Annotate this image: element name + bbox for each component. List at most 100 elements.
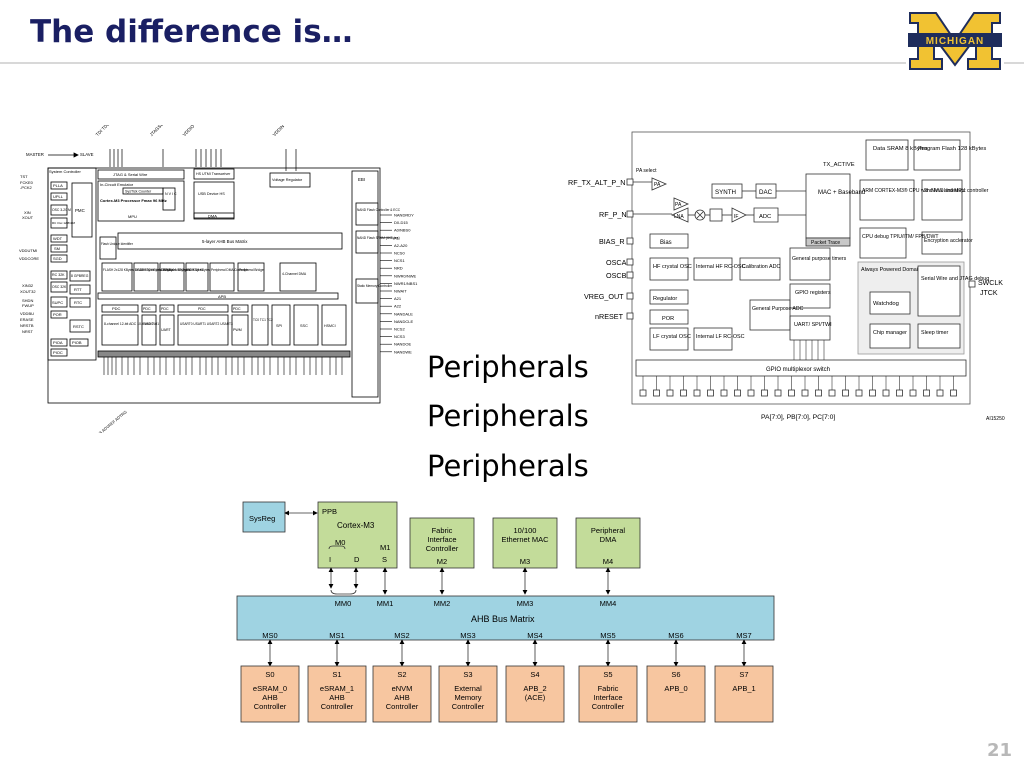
sam-plla: PLLA xyxy=(53,183,63,188)
gpio-pin xyxy=(774,389,782,397)
master-name: Fabric xyxy=(432,526,453,535)
sam-pin-vddcore: VDDCORE xyxy=(19,256,39,261)
michigan-logo: MICHIGAN xyxy=(906,9,1004,73)
sam-nvic: N V I C xyxy=(165,192,177,196)
sam-top-pins-jtagsel: JTAGSEL xyxy=(149,125,167,137)
sam-pdc-4: PDC xyxy=(198,307,206,311)
gpio-pin xyxy=(855,389,863,397)
sam-pdc-1: PDC xyxy=(112,306,121,311)
gpio-pin xyxy=(707,389,714,397)
sam-twi: TWI0 TWI1 xyxy=(143,322,159,326)
sam-sram0: SRAM0 32 KBytes 16 KBytes 8 KBytes xyxy=(135,268,191,272)
slave-block xyxy=(438,665,498,723)
nrf-lna: LNA xyxy=(674,214,684,220)
sam-ebi-pin: NANDCLE xyxy=(394,319,413,324)
master-name: Interface xyxy=(427,535,456,544)
sam-top-pins-vdd: VDDIN VDDOUT xyxy=(272,125,300,137)
slave-name: Interface xyxy=(593,693,622,702)
gpio-pin xyxy=(869,389,876,397)
nrf-synth: SYNTH xyxy=(715,189,736,196)
nrf-dac: DAC xyxy=(759,189,773,196)
nrf-hf-osc: HF crystal OSC xyxy=(653,264,692,270)
nrf-mac: MAC + Baseband xyxy=(818,190,865,196)
nrf-chip-manager: Chip manager xyxy=(873,330,907,336)
sam-mpu: MPU xyxy=(128,214,137,219)
sam-hs-utmi: HS UTMI Transceiver xyxy=(196,172,231,176)
gpio-pin xyxy=(666,389,674,397)
nrf-por: POR xyxy=(662,316,674,322)
sam-ebi-pin: NCS2 xyxy=(394,327,405,332)
sam-sram1: SRAM1 16 KBytes 16 KBytes xyxy=(161,268,203,272)
slave-name: Controller xyxy=(254,702,287,711)
sam-dma: DMA xyxy=(208,214,217,219)
slave-block xyxy=(714,665,774,723)
nrf-pin-nreset: nRESET xyxy=(595,312,624,321)
smf-s: S xyxy=(382,555,387,564)
sam-pin-fwup: FWUP xyxy=(22,303,34,308)
sam-pdc-2: PDC xyxy=(143,307,151,311)
slave-name: AHB xyxy=(394,693,409,702)
nrf-calibration-adc: Calibration ADC xyxy=(742,264,780,270)
sam-rc32k: RC 32K xyxy=(52,273,65,277)
master-name: Ethernet MAC xyxy=(501,535,549,544)
sam-rstc: RSTC xyxy=(73,324,84,329)
master-name: Peripheral xyxy=(591,526,626,535)
master-name: Controller xyxy=(426,544,459,553)
nrf-figure-id: AI15250 xyxy=(986,416,1005,422)
slave-block xyxy=(578,665,638,723)
sam-wdt: WDT xyxy=(53,236,63,241)
slave-id: S2 xyxy=(397,670,406,679)
slave-id: S3 xyxy=(463,670,472,679)
sam-rom: ROM 16 KBytes xyxy=(187,268,210,272)
matrix-master-port: MM0 xyxy=(335,599,352,608)
sam-bottom-pins: AD0-AD15 ADVREF ADTRG xyxy=(85,409,127,433)
sam-pin-pck2: -PCK2 xyxy=(20,185,33,190)
sam-piob: PIOB xyxy=(72,340,82,345)
slave-name: eSRAM_1 xyxy=(320,684,354,693)
sam-spi: SPI xyxy=(276,324,282,328)
peripherals-label-2: Peripherals xyxy=(427,399,589,433)
sam-pioc: PIOC xyxy=(53,350,63,355)
sam-ebi-pin: A2-A20 xyxy=(394,243,408,248)
slave-name: Controller xyxy=(321,702,354,711)
smf-sysreg: SysReg xyxy=(249,514,275,523)
nrf-lf-osc: LF crystal OSC xyxy=(653,334,691,340)
sam-pin-tst: TST xyxy=(20,174,28,179)
nrf-gp-adc: General Purpose ADC xyxy=(752,306,804,312)
smf-bus: AHB Bus Matrix xyxy=(471,614,535,624)
slave-name: APB_2 xyxy=(523,684,546,693)
sam-pin-xout: XOUT xyxy=(22,215,34,220)
slave-name: AHB xyxy=(262,693,277,702)
nrf-regulator: Regulator xyxy=(653,296,677,302)
matrix-slave-port: MS4 xyxy=(527,631,542,640)
slide-title: The difference is… xyxy=(30,14,353,50)
sam-systick: SysTick Counter xyxy=(125,190,152,194)
sam-pwm: PWM xyxy=(233,328,242,332)
slave-name: APB_0 xyxy=(664,684,687,693)
sam-ice: In-Circuit Emulator xyxy=(100,182,134,187)
nrf-pin-bias-r: BIAS_R xyxy=(599,237,625,246)
slave-name: Controller xyxy=(452,702,485,711)
slave-id: S4 xyxy=(530,670,539,679)
sam-vreg: Voltage Regulator xyxy=(272,178,303,182)
sam-ebi-pin: NANDRDY xyxy=(394,213,414,218)
master-block xyxy=(409,517,475,569)
sam-usart: USART0 USART1 USART2 USART3 xyxy=(180,322,233,326)
gpio-pin xyxy=(639,389,647,397)
gpio-pin xyxy=(720,389,728,397)
sam-static-mem: Static Memory Controller xyxy=(357,284,393,288)
gpio-pin xyxy=(936,389,944,397)
gpio-pin xyxy=(761,389,768,397)
nrf-tx-active: TX_ACTIVE xyxy=(823,162,855,168)
sam-por: POR xyxy=(53,312,62,317)
sam-pin-xin32: XIN32 xyxy=(22,283,34,288)
sam-rtc: RTC xyxy=(74,300,82,305)
sam-pdc-5: PDC xyxy=(233,307,241,311)
sam-gpbr: 8 GPBREG xyxy=(71,274,89,278)
sam-ebi-pin: NWR1/NBS1 xyxy=(394,281,418,286)
sam-tc: TC0 TC1 TC2 xyxy=(253,318,273,322)
smf-i: I xyxy=(329,555,331,564)
title-divider xyxy=(0,62,1024,64)
sam-ebi-pin: A0/NBS0 xyxy=(394,228,411,233)
peripherals-label-3: Peripherals xyxy=(427,449,589,483)
